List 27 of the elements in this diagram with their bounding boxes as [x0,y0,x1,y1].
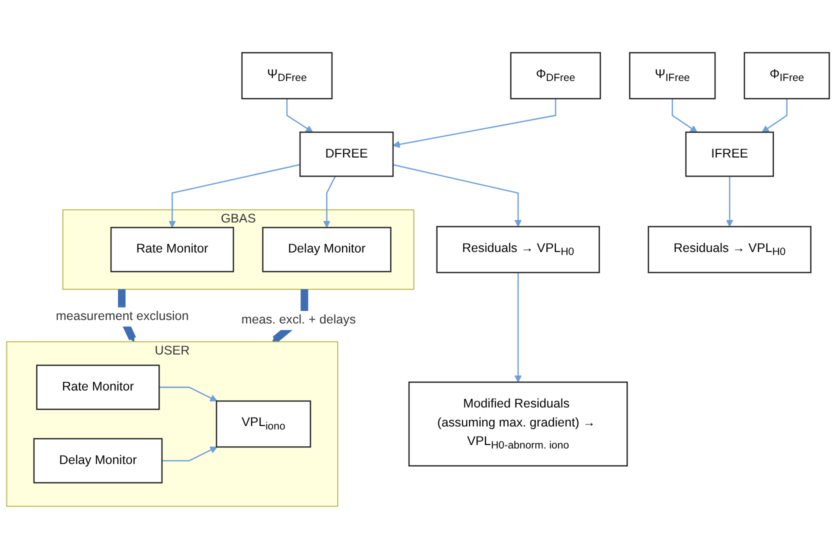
node-box: Φ$_{DFree}$ [510,52,601,100]
arrow [726,176,734,227]
node-box: Delay Monitor [262,226,392,272]
node-box: Delay Monitor [33,438,163,484]
node-box: IFREE [685,132,774,177]
arrow [514,272,522,382]
node-box: Rate Monitor [36,364,160,410]
arrow [162,446,218,462]
node-box: Ψ$_{IFree}$ [629,52,716,100]
arrow [159,386,218,402]
node-box: Modified Residuals (assuming max. gradient) → VPL$_{H0-abnorm. iono}$ [408,382,628,466]
arrow [286,98,314,133]
arrow [168,164,300,228]
node-box: Rate Monitor [110,226,234,272]
arrow [762,98,788,133]
node-box: VPL$_{iono}$ [216,400,312,448]
node-box: DFREE [299,132,394,177]
node-box: Ψ$_{DFree}$ [241,52,333,100]
node-box: Residuals → VPL$_{H0}$ [436,226,600,274]
arrow [323,176,336,228]
arrow [392,98,556,148]
node-box: Φ$_{IFree}$ [744,52,830,100]
arrow [672,98,698,133]
edge-label: meas. excl. + delays [241,312,356,327]
edge-label: measurement exclusion [56,308,189,324]
node-box: Residuals → VPL$_{H0}$ [648,226,812,274]
arrow [392,164,522,227]
